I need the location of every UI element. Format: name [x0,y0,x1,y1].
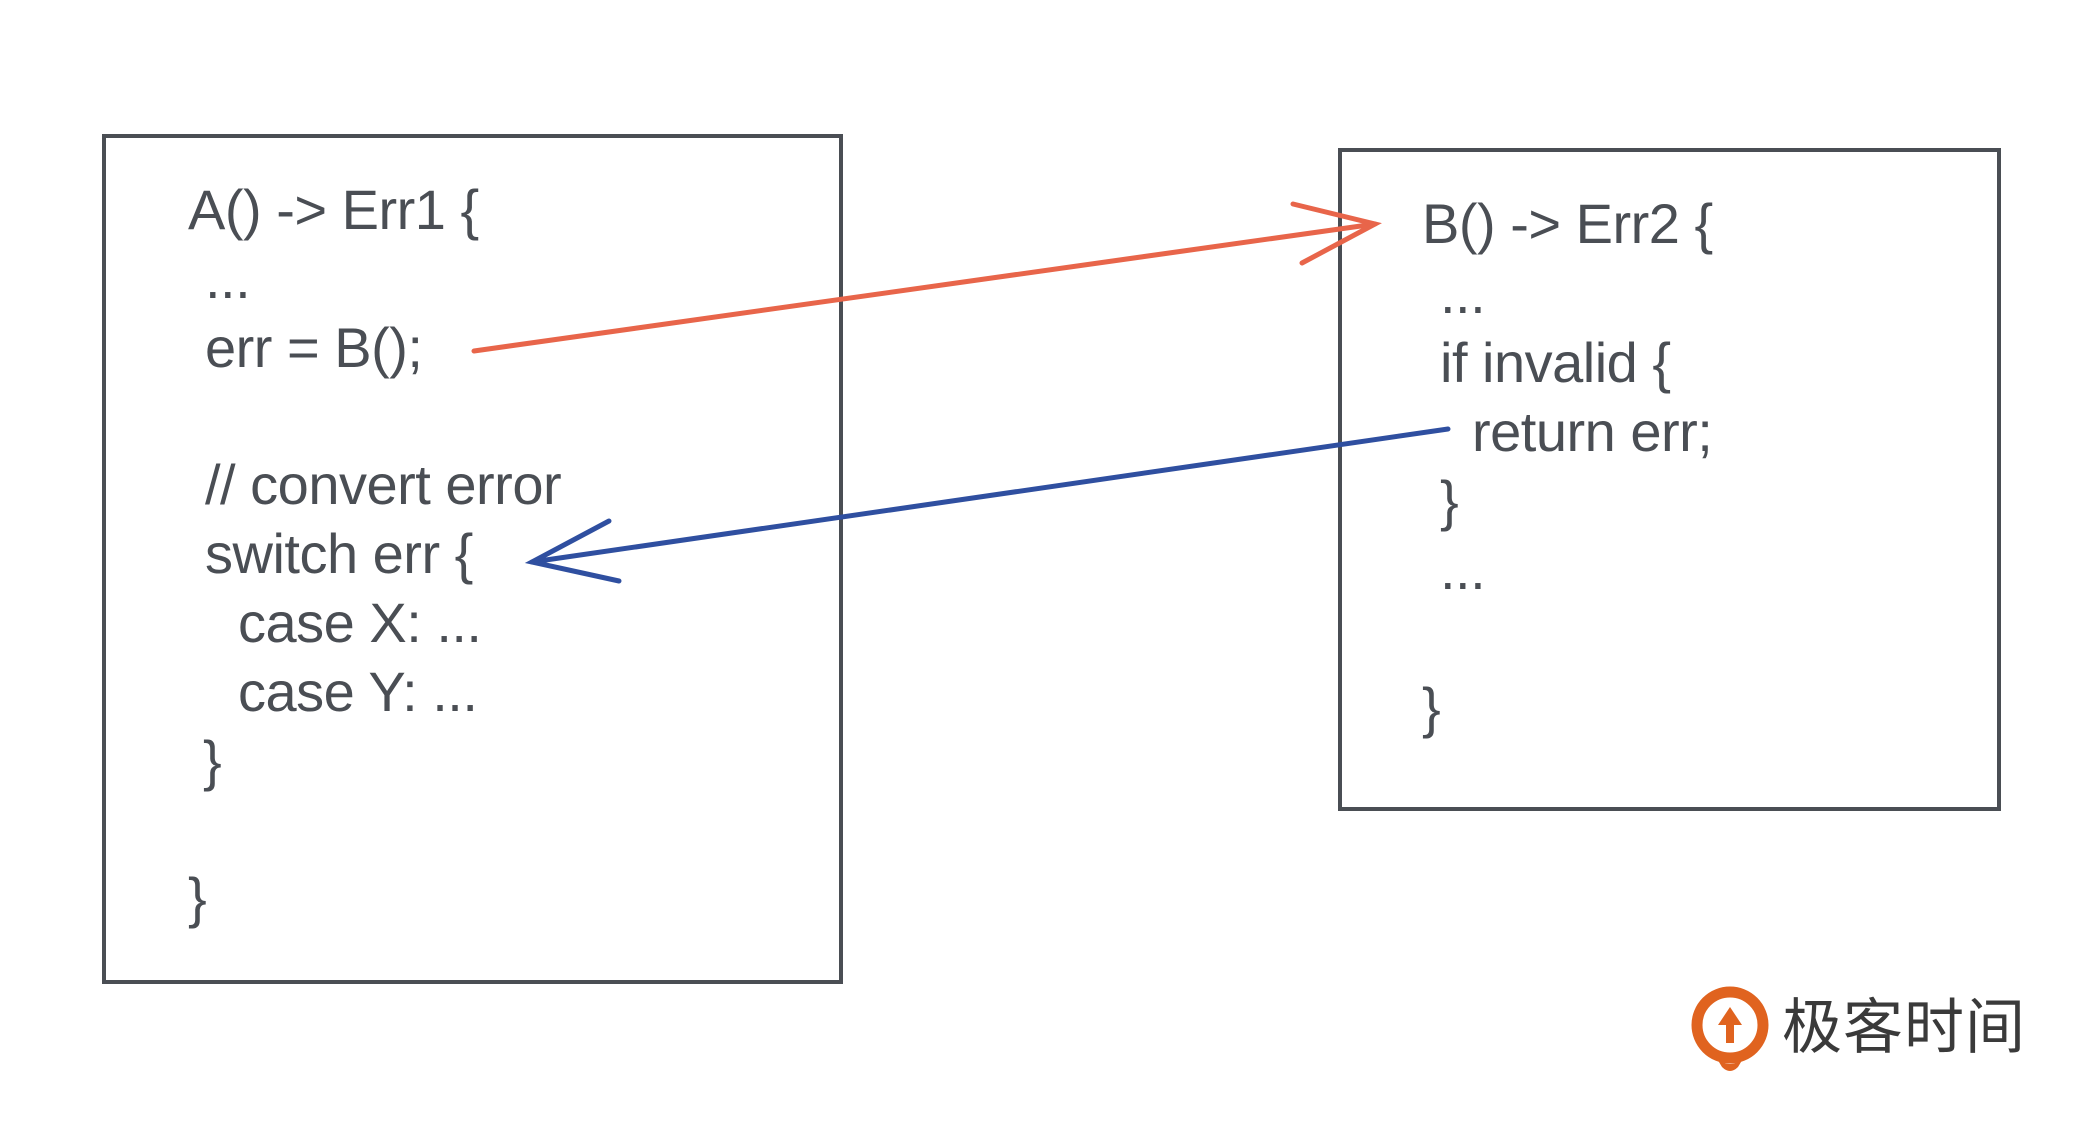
function-b-if-invalid: if invalid { [1440,331,1671,394]
function-b-close: } [1422,676,1441,739]
geektime-logo-text: 极客时间 [1782,993,2026,1063]
function-a-switch-close: } [203,729,222,792]
function-b-box [1338,148,2001,811]
function-a-call-b: err = B(); [205,316,423,379]
function-a-signature: A() -> Err1 { [188,178,479,241]
function-b-if-close: } [1440,469,1459,532]
geektime-logo: 极客时间 [1690,985,2050,1075]
call-arrow-line [471,221,1378,354]
function-b-signature: B() -> Err2 { [1422,192,1713,255]
function-b-ellipsis: ... [1440,262,1486,325]
return-arrow-line [529,426,1451,565]
function-a-case-x: case X: ... [238,591,482,654]
function-b-return-err: return err; [1472,400,1713,463]
function-a-switch: switch err { [205,522,473,585]
geektime-logo-icon [1691,986,1769,1071]
return-arrow-head [524,518,622,584]
call-arrow-head [1290,201,1382,266]
function-a-case-y: case Y: ... [238,660,478,723]
function-a-box [102,134,843,984]
function-a-ellipsis: ... [205,247,251,310]
function-a-close: } [188,866,207,929]
function-a-comment: // convert error [205,453,562,516]
function-b-ellipsis-2: ... [1440,538,1486,601]
